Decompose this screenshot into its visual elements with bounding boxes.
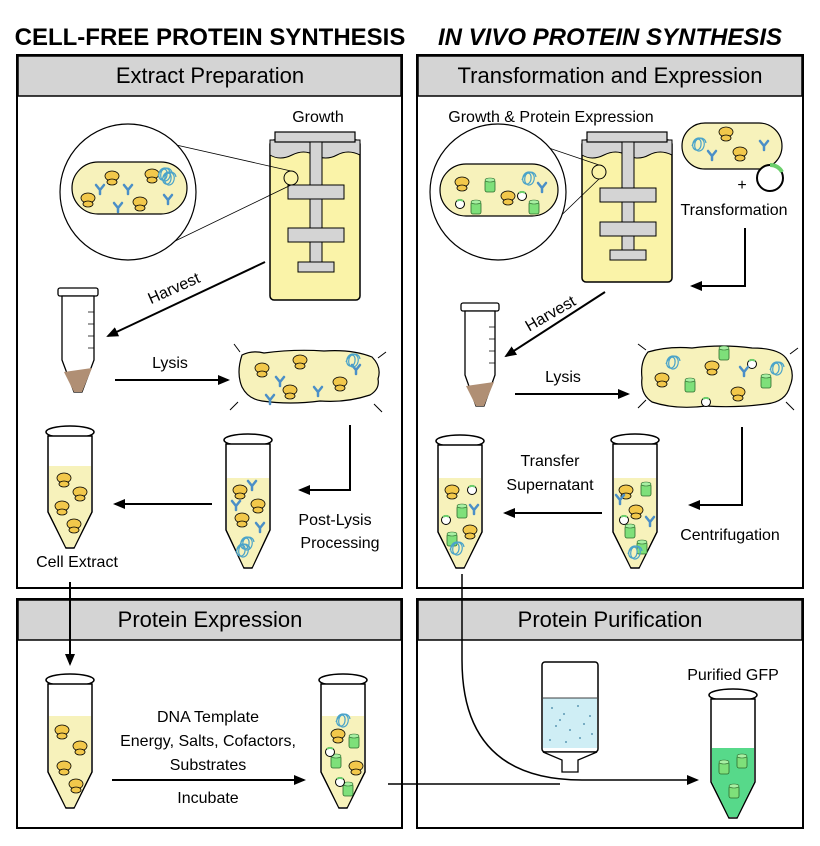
tube-cell-extract bbox=[45, 425, 95, 549]
label-transfer-1: Transfer bbox=[521, 453, 581, 470]
arrow-harvest-left bbox=[106, 261, 266, 337]
label-incubate: Incubate bbox=[177, 790, 238, 807]
tube-expressed bbox=[318, 673, 368, 809]
tube-pellet-right bbox=[460, 302, 500, 407]
label-growth: Growth bbox=[292, 109, 344, 126]
tube-supernatant bbox=[435, 434, 485, 569]
panel-title-transformation: Transformation and Expression bbox=[458, 63, 763, 88]
header-bar-expression bbox=[17, 599, 402, 641]
panel-title-expression: Protein Expression bbox=[118, 607, 303, 632]
panel-title-purification: Protein Purification bbox=[518, 607, 703, 632]
label-post-lysis-1: Post-Lysis bbox=[298, 512, 371, 529]
tube-centrifuged bbox=[610, 433, 660, 569]
label-purified-gfp: Purified GFP bbox=[687, 667, 779, 684]
tube-processing-left bbox=[223, 433, 273, 569]
label-growth-protein-expression: Growth & Protein Expression bbox=[448, 109, 653, 126]
header-bar-transformation bbox=[417, 55, 803, 97]
title-in-vivo: IN VIVO PROTEIN SYNTHESIS bbox=[438, 24, 782, 51]
header-bar-extract bbox=[17, 55, 402, 97]
label-transfer-2: Supernatant bbox=[506, 477, 594, 494]
panel-title-extract: Extract Preparation bbox=[116, 63, 304, 88]
tube-purified-gfp bbox=[708, 688, 758, 819]
label-centrifugation: Centrifugation bbox=[680, 527, 780, 544]
bioreactor-right bbox=[581, 131, 673, 283]
label-dna-template: DNA Template bbox=[157, 709, 259, 726]
tube-pellet-left bbox=[57, 287, 99, 393]
label-lysis-left: Lysis bbox=[152, 355, 188, 372]
arrow-transformation bbox=[690, 228, 746, 291]
arrow-harvest-right bbox=[504, 291, 606, 358]
bioreactor-left bbox=[269, 131, 361, 301]
label-cell-extract: Cell Extract bbox=[36, 554, 118, 571]
zoom-cell-right bbox=[429, 123, 600, 261]
label-transformation: Transformation bbox=[681, 202, 788, 219]
lysed-cell-right bbox=[637, 343, 799, 411]
label-substrates: Substrates bbox=[170, 757, 246, 774]
arrow-post-lysis bbox=[298, 425, 351, 495]
zoom-cell-left bbox=[59, 123, 292, 261]
tube-extract-expression bbox=[45, 673, 95, 809]
header-bar-purification bbox=[417, 599, 803, 641]
title-cell-free: CELL-FREE PROTEIN SYNTHESIS bbox=[15, 24, 406, 51]
label-plus: + bbox=[737, 177, 746, 194]
flow-line-in-vivo bbox=[461, 574, 699, 785]
label-post-lysis-2: Processing bbox=[300, 535, 379, 552]
label-lysis-right: Lysis bbox=[545, 369, 581, 386]
arrow-centrifugation bbox=[688, 427, 743, 510]
lysed-cell-left bbox=[229, 343, 387, 413]
purification-column bbox=[541, 661, 599, 773]
cell-transformation bbox=[681, 122, 784, 192]
label-energy-salts: Energy, Salts, Cofactors, bbox=[120, 733, 296, 750]
